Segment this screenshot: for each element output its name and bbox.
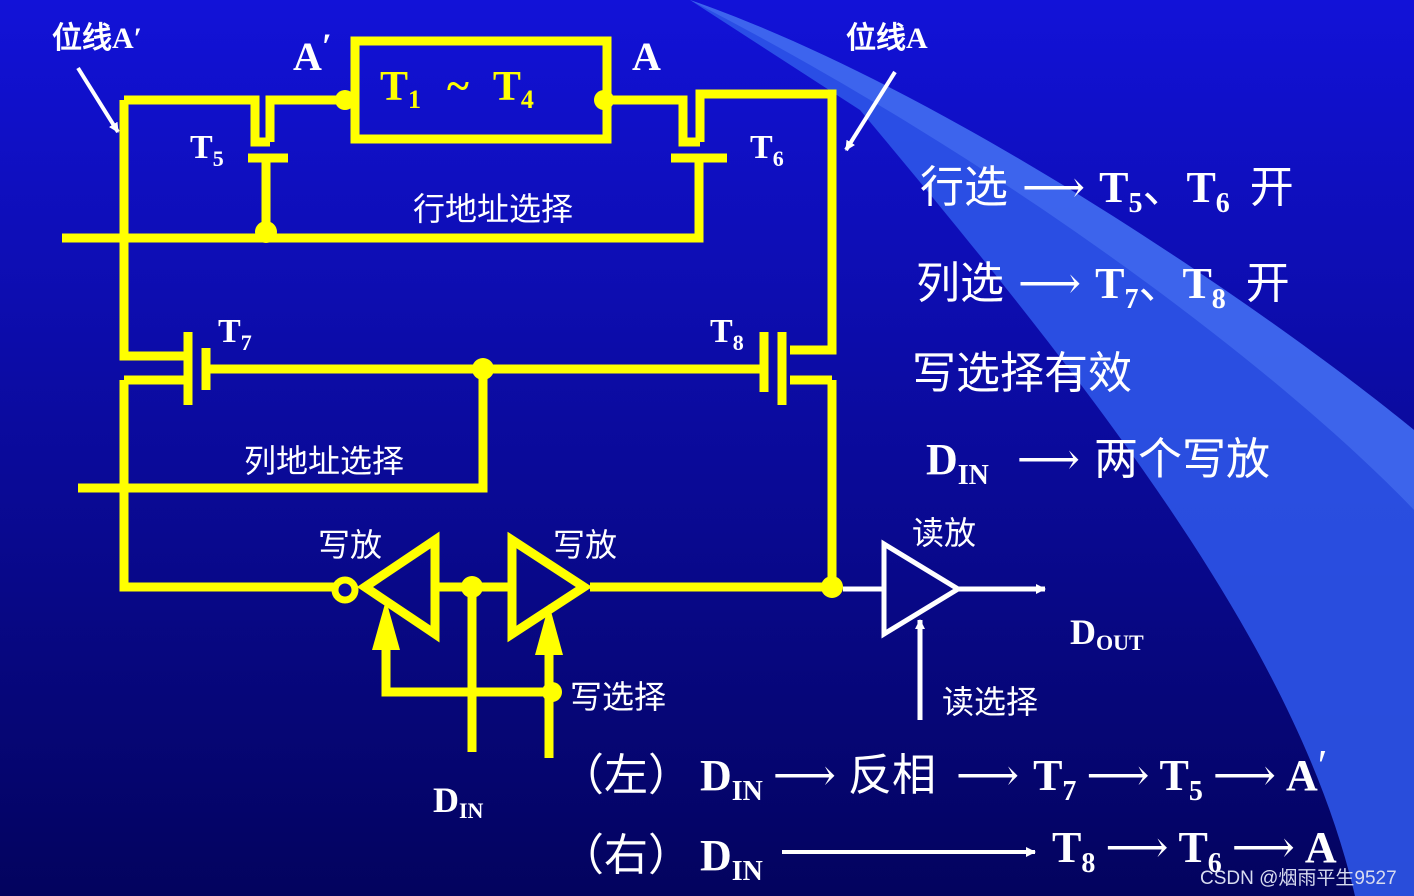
t7-label: T7 xyxy=(218,313,252,355)
note-din: DIN⟶两个写放 xyxy=(926,435,1270,491)
watermark: CSDN @烟雨平生9527 xyxy=(1200,867,1397,889)
decorative-wedge xyxy=(690,0,1414,896)
memory-cell-box xyxy=(350,36,612,144)
t5-label: T5 xyxy=(190,129,224,171)
right-path-continued: T8⟶T6⟶A xyxy=(1052,823,1337,879)
memory-cell-label: T1~T4 xyxy=(380,64,534,114)
circuit-junctions xyxy=(255,90,843,702)
node-a-label: A xyxy=(632,34,661,79)
t6-label: T6 xyxy=(750,129,784,171)
inverter-bubble xyxy=(331,576,359,604)
left-path: （左）DIN⟶反相⟶T7⟶T5⟶A′ xyxy=(560,741,1327,807)
read-amp-label: 读放 xyxy=(912,515,976,551)
node-a-prime-label: A′ xyxy=(293,26,332,79)
write-amp-left-label: 写放 xyxy=(318,527,382,563)
row-address-label: 行地址选择 xyxy=(413,191,573,227)
read-select-label: 读选择 xyxy=(942,684,1038,720)
right-path: （右）DIN xyxy=(560,831,763,887)
bitline-left-label: 位线A′ xyxy=(52,21,142,55)
d-in-label: DIN xyxy=(433,780,484,823)
circuit-wires xyxy=(62,36,837,758)
note-write-select-valid: 写选择有效 xyxy=(912,349,1132,398)
write-amp-right-label: 写放 xyxy=(553,527,617,563)
bitline-right-label: 位线A xyxy=(846,21,928,55)
read-amp xyxy=(843,539,1046,720)
column-address-label: 列地址选择 xyxy=(244,443,404,479)
write-select-label: 写选择 xyxy=(570,679,666,715)
bitline-left xyxy=(119,100,188,361)
bitline-pointer-arrows xyxy=(76,66,897,152)
t8-label: T8 xyxy=(710,313,744,355)
d-out-label: DOUT xyxy=(1070,612,1144,655)
